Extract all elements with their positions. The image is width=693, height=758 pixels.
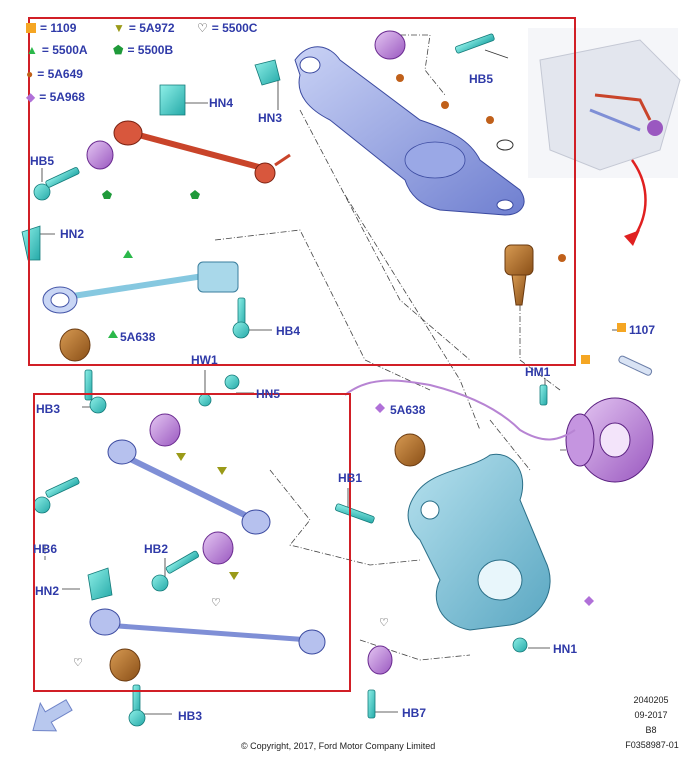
pentagon-icon: ⬟ xyxy=(113,43,124,57)
drawing-number: 2040205 xyxy=(633,695,669,705)
legend-1109: = 1109 xyxy=(26,21,76,35)
upper-assembly-highlight xyxy=(28,17,576,366)
label-hn2-top: HN2 xyxy=(60,227,85,241)
label-hm1: HM1 xyxy=(525,365,551,379)
diamond-icon: ◆ xyxy=(26,90,36,104)
label-hb5-left: HB5 xyxy=(30,154,55,168)
legend-5a972: ▼ = 5A972 xyxy=(113,21,175,35)
legend-5500b: ⬟ = 5500B xyxy=(113,43,174,57)
label-hb5-top: HB5 xyxy=(469,72,494,86)
drawing-revision: B8 xyxy=(645,725,657,735)
legend-5a649: ● = 5A649 xyxy=(26,67,83,81)
triangle-up-icon: ▲ xyxy=(26,43,38,57)
label-hb3-bottom: HB3 xyxy=(178,709,203,723)
label-hn3: HN3 xyxy=(258,111,283,125)
legend-5a968: ◆ = 5A968 xyxy=(26,90,85,104)
svg-text:♡: ♡ xyxy=(211,597,221,609)
drawing-date: 09-2017 xyxy=(634,710,668,720)
legend-5500a: ▲ = 5500A xyxy=(26,43,88,57)
label-5a638-mid: 5A638 xyxy=(390,403,426,417)
legend-5500c: ♡ = 5500C xyxy=(197,21,258,35)
label-hn5: HN5 xyxy=(256,387,281,401)
svg-text:♡: ♡ xyxy=(379,617,389,629)
label-hb6: HB6 xyxy=(33,542,58,556)
label-hn4: HN4 xyxy=(209,96,234,110)
label-hw1: HW1 xyxy=(191,353,218,367)
heart-icon: ♡ xyxy=(197,21,208,35)
label-1107: 1107 xyxy=(629,323,656,337)
svg-text:♡: ♡ xyxy=(73,657,83,669)
label-hb1: HB1 xyxy=(338,471,363,485)
label-hn2-bottom: HN2 xyxy=(35,584,60,598)
label-hb7: HB7 xyxy=(402,706,427,720)
lower-assembly-highlight xyxy=(33,393,351,692)
copyright-text: © Copyright, 2017, Ford Motor Company Li… xyxy=(241,741,436,751)
label-hb2: HB2 xyxy=(144,542,169,556)
label-hn1: HN1 xyxy=(553,642,578,656)
label-hb3-left: HB3 xyxy=(36,402,61,416)
label-5a638-top: 5A638 xyxy=(120,330,156,344)
circle-icon: ● xyxy=(26,67,34,81)
label-hb4: HB4 xyxy=(276,324,301,338)
drawing-reference: F0358987-01 xyxy=(625,740,679,750)
triangle-down-icon: ▼ xyxy=(113,21,125,35)
square-icon xyxy=(26,23,36,33)
